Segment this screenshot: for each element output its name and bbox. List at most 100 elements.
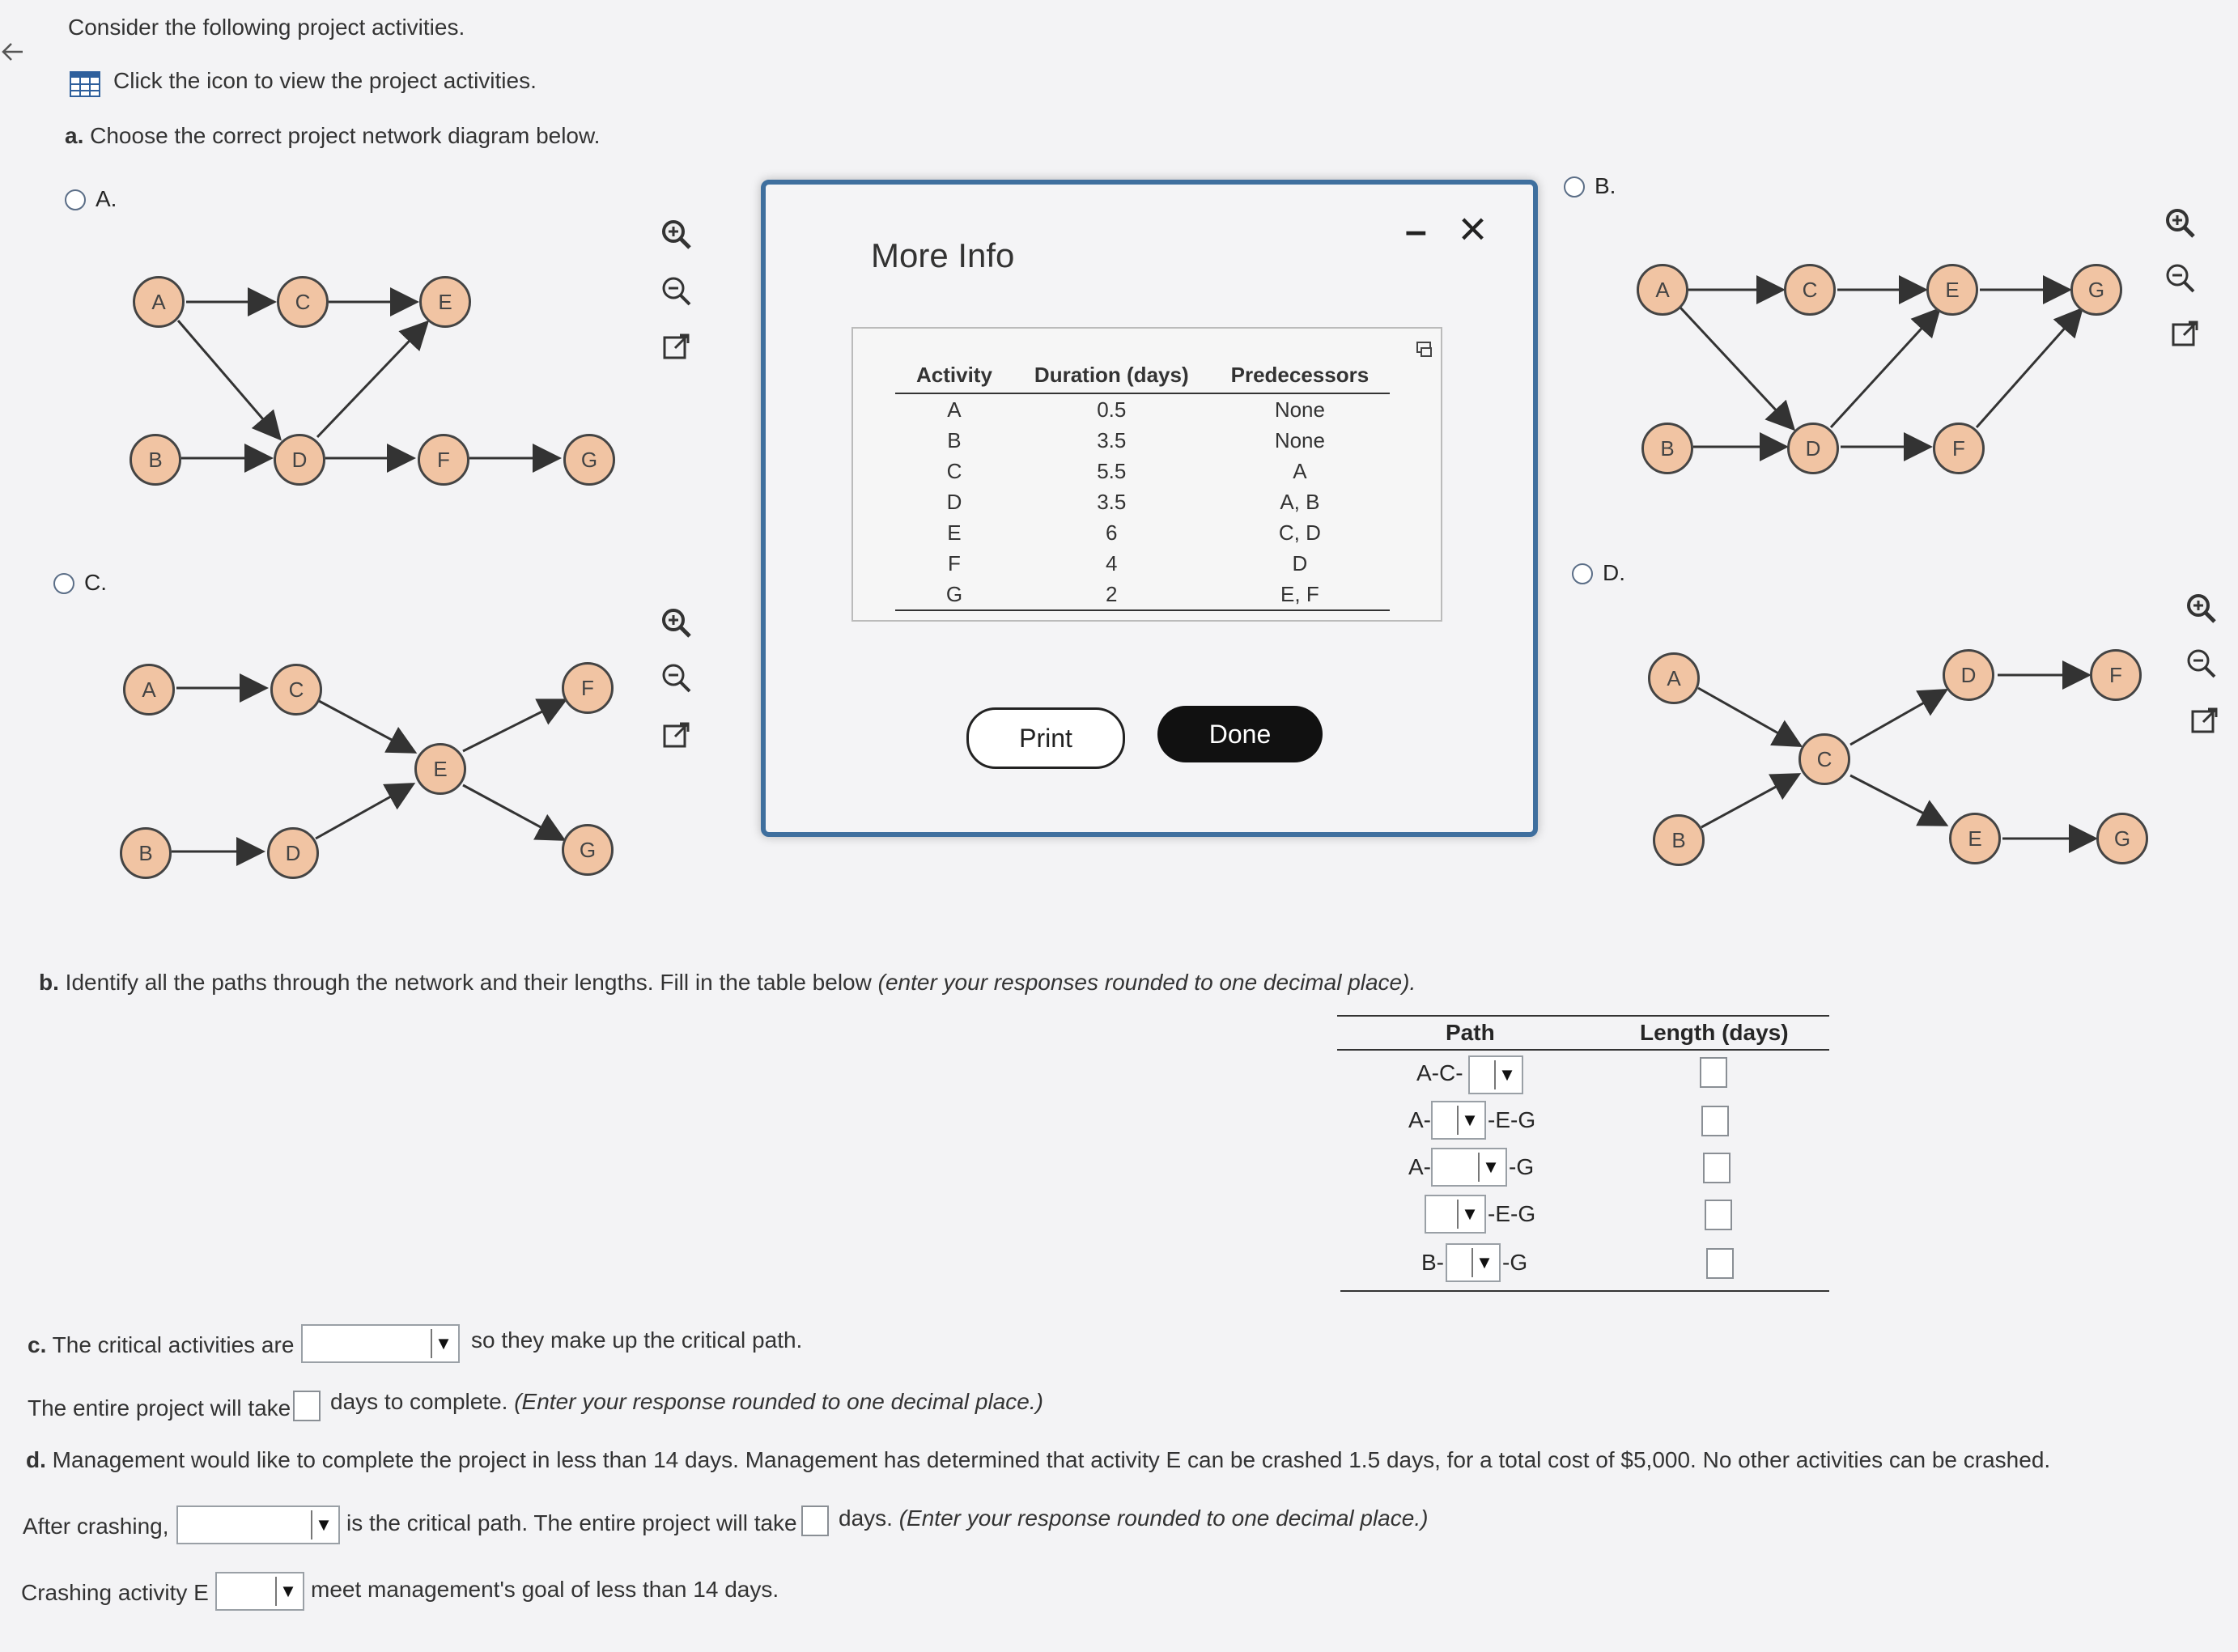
close-icon[interactable]: × [1459, 202, 1488, 256]
diagram-a-node-a: A [133, 276, 185, 328]
part-d-text: d. Management would like to complete the… [26, 1447, 2051, 1472]
external-link-icon[interactable] [2169, 317, 2202, 350]
diagram-d-node-d: D [1943, 649, 1994, 701]
part-c-text-3: The entire project will take [28, 1395, 291, 1421]
diagram-d-node-a: A [1648, 652, 1700, 704]
diagram-d-node-b: B [1653, 814, 1705, 866]
path-5-length-input[interactable] [1706, 1248, 1734, 1279]
external-link-icon[interactable] [660, 330, 693, 363]
crashing-text: meet management's goal of less than 14 d… [311, 1577, 779, 1602]
diagram-d-node-e: E [1949, 813, 2001, 864]
project-duration-input[interactable] [293, 1391, 321, 1421]
path-2-length-input[interactable] [1701, 1106, 1729, 1136]
intro-text: Consider the following project activitie… [68, 15, 465, 40]
diagram-c-node-d: D [267, 827, 319, 879]
critical-activities-dropdown[interactable]: ▼ [301, 1324, 460, 1363]
option-d-radio[interactable] [1572, 563, 1593, 584]
crashed-duration-input[interactable] [801, 1505, 829, 1536]
diagram-b-node-f: F [1933, 423, 1985, 474]
option-a-label: A. [96, 186, 117, 211]
path-suffix: -E-G [1488, 1107, 1536, 1132]
crash-goal-dropdown[interactable]: ▼ [215, 1572, 304, 1611]
print-button[interactable]: Print [966, 707, 1125, 769]
zoom-in-icon[interactable] [660, 219, 693, 251]
path-prefix: A- [1408, 1154, 1431, 1179]
part-c-text-2: so they make up the critical path. [471, 1327, 803, 1353]
zoom-out-icon[interactable] [2164, 262, 2197, 295]
path-prefix: B- [1421, 1250, 1444, 1275]
diagram-c-node-f: F [562, 662, 614, 714]
diagram-d-node-c: C [1798, 733, 1850, 785]
crashed-critical-path-dropdown[interactable]: ▼ [176, 1505, 340, 1544]
diagram-b-node-b: B [1641, 423, 1693, 474]
zoom-out-icon[interactable] [660, 275, 693, 308]
path-suffix: -G [1502, 1250, 1528, 1275]
after-crashing-text: is the critical path. The entire project… [346, 1510, 797, 1535]
path-prefix: A-C- [1416, 1060, 1463, 1085]
diagram-b-node-e: E [1926, 264, 1978, 316]
option-b-radio[interactable] [1564, 176, 1585, 197]
option-c-radio[interactable] [53, 573, 74, 594]
diagram-a-node-d: D [274, 434, 325, 486]
diagram-c-node-g: G [562, 824, 614, 876]
zoom-in-icon[interactable] [2164, 207, 2197, 240]
path-suffix: -E-G [1488, 1201, 1536, 1226]
col-duration: Duration (days) [1013, 363, 1210, 394]
zoom-in-icon[interactable] [2185, 592, 2218, 625]
chevron-down-icon: ▼ [1494, 1060, 1518, 1089]
path-5-dropdown[interactable]: ▼ [1446, 1243, 1501, 1282]
chevron-down-icon: ▼ [1457, 1200, 1481, 1229]
option-c-label: C. [84, 570, 107, 595]
path-3-length-input[interactable] [1703, 1153, 1731, 1183]
path-suffix: -G [1509, 1154, 1535, 1179]
path-prefix: A- [1408, 1107, 1431, 1132]
after-crashing-label: After crashing, [23, 1514, 169, 1539]
option-d-label: D. [1603, 560, 1625, 585]
after-crashing-text-2: days. (Enter your response rounded to on… [839, 1505, 1429, 1531]
copy-icon[interactable] [1415, 340, 1434, 359]
chevron-down-icon: ▼ [311, 1510, 335, 1539]
icon-instruction[interactable]: Click the icon to view the project activ… [113, 68, 537, 93]
zoom-in-icon[interactable] [660, 607, 693, 639]
zoom-out-icon[interactable] [2185, 648, 2218, 680]
external-link-icon[interactable] [660, 719, 693, 751]
diagram-b-node-a: A [1637, 264, 1688, 316]
minimize-icon[interactable]: – [1405, 210, 1427, 253]
chevron-down-icon: ▼ [431, 1329, 455, 1358]
path-1-length-input[interactable] [1700, 1057, 1727, 1088]
part-b-question: b. Identify all the paths through the ne… [39, 970, 1416, 995]
more-info-dialog: More Info – × Activity Duration (days) P… [761, 180, 1538, 837]
col-path: Path [1446, 1020, 1495, 1045]
col-predecessors: Predecessors [1209, 363, 1391, 394]
path-1-dropdown[interactable]: ▼ [1468, 1055, 1523, 1094]
back-arrow-icon[interactable] [0, 37, 28, 66]
option-b-label: B. [1595, 173, 1616, 198]
path-2-dropdown[interactable]: ▼ [1431, 1101, 1486, 1140]
zoom-out-icon[interactable] [660, 662, 693, 694]
crashing-label: Crashing activity E [21, 1580, 209, 1605]
path-4-length-input[interactable] [1705, 1200, 1732, 1230]
chevron-down-icon: ▼ [1471, 1248, 1496, 1277]
diagram-c-node-c: C [270, 664, 322, 716]
diagram-a-node-g: G [563, 434, 615, 486]
table-grid-icon[interactable] [70, 71, 100, 97]
diagram-c-node-e: E [414, 743, 466, 795]
diagram-c-node-a: A [123, 664, 175, 716]
dialog-title: More Info [871, 236, 1015, 274]
path-4-dropdown[interactable]: ▼ [1425, 1195, 1486, 1234]
col-length: Length (days) [1640, 1020, 1789, 1045]
external-link-icon[interactable] [2189, 704, 2221, 737]
option-a-radio[interactable] [65, 189, 86, 210]
diagram-a-node-e: E [419, 276, 471, 328]
path-3-dropdown[interactable]: ▼ [1431, 1148, 1507, 1187]
paths-table: Path Length (days) A-C- ▼ A- ▼ -E-G A- ▼… [1337, 1015, 1829, 1292]
done-button[interactable]: Done [1157, 706, 1323, 762]
diagram-b-node-c: C [1784, 264, 1836, 316]
